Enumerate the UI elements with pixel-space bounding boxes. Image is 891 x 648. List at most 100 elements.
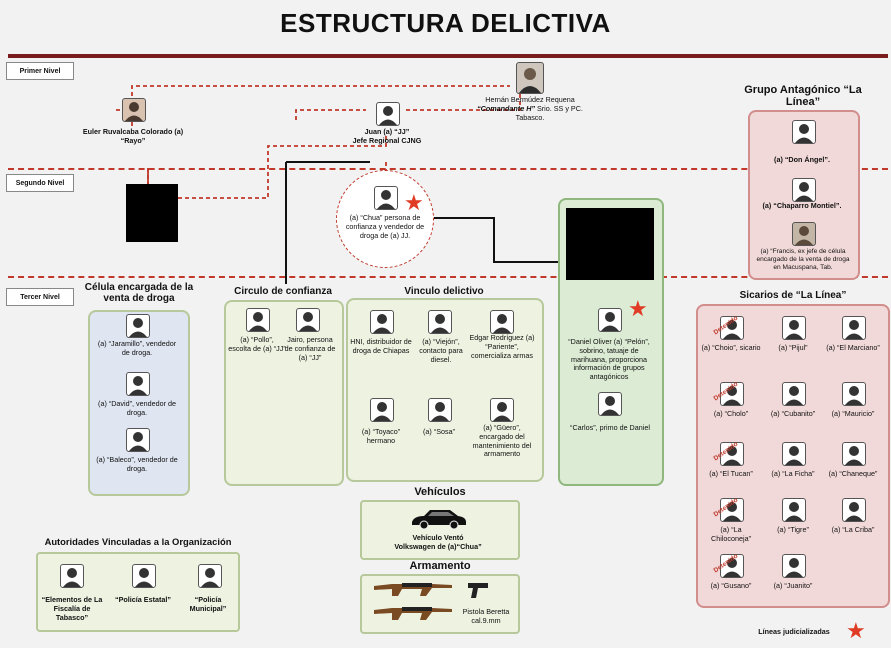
person-silhouette-icon	[126, 314, 150, 338]
person-silhouette-icon	[198, 564, 222, 588]
vinculo-title: Vinculo delictivo	[404, 286, 484, 297]
antagonico-member: (a) “Chaparro Montiel”.	[762, 201, 842, 210]
level-label-primer: Primer Nivel	[6, 62, 74, 80]
person-photo-icon	[792, 222, 816, 246]
sicario-member: (a) “La Criba”	[831, 525, 875, 534]
person-silhouette-icon	[246, 308, 270, 332]
pistol-caption-1: Pistola Beretta	[462, 607, 510, 616]
grupo-antagonico-title: Grupo Antagónico “La Línea”	[744, 84, 862, 108]
person-silhouette-icon	[428, 398, 452, 422]
person-silhouette-icon	[720, 442, 744, 466]
sicario-member: (a) “Cholo”	[713, 409, 749, 418]
connector-juan-left	[295, 109, 366, 120]
pistol-caption-2: cal.9.mm	[471, 616, 501, 625]
star-icon: ★	[628, 296, 648, 321]
armamento-box	[360, 574, 520, 634]
legend-label: Líneas judicializadas	[758, 627, 830, 636]
person-silhouette-icon	[720, 498, 744, 522]
redacted-photo	[566, 208, 654, 280]
person-silhouette-icon	[792, 178, 816, 202]
person-silhouette-icon	[842, 498, 866, 522]
sicario-member: (a) “Choio”, sicario	[701, 343, 761, 352]
connector-box-juan	[178, 134, 387, 199]
vinculo-member: Edgar Rodríguez (a) “Pariente”, comercia…	[469, 333, 535, 360]
star-icon: ★	[846, 618, 866, 643]
antagonico-member: (a) “Don Ángel”.	[774, 155, 830, 164]
person-silhouette-icon	[598, 308, 622, 332]
vinculo-member: (a) “Sosa”	[423, 427, 455, 436]
level-label-tercer: Tercer Nivel	[6, 288, 74, 306]
person-silhouette-icon	[842, 382, 866, 406]
circulo-member: Jairo, persona de confianza de (a) “JJ”	[284, 335, 336, 362]
person-silhouette-icon	[60, 564, 84, 588]
level-divider-tercer	[8, 276, 888, 278]
person-silhouette-icon	[842, 442, 866, 466]
sicario-member: (a) “El Marciano”	[826, 343, 880, 352]
person-silhouette-icon	[490, 310, 514, 334]
person-silhouette-icon	[720, 554, 744, 578]
sicario-member: (a) “Gusano”	[710, 581, 752, 590]
sicario-member: (a) “Cubanito”	[770, 409, 816, 418]
person-silhouette-icon	[490, 398, 514, 422]
person-photo-icon	[516, 62, 544, 94]
person-silhouette-icon	[132, 564, 156, 588]
autoridad-member: “Policía Municipal”	[189, 595, 227, 613]
person-silhouette-icon	[296, 308, 320, 332]
person-silhouette-icon	[720, 316, 744, 340]
juan-name: Juan (a) “JJ”	[364, 127, 410, 136]
daniel-member: “Carlos”, primo de Daniel	[570, 423, 650, 432]
person-silhouette-icon	[122, 98, 146, 122]
sicario-member: (a) “El Tucan”	[709, 469, 753, 478]
vinculo-member: (a) “Güero”, encargado del mantenimiento…	[472, 423, 532, 459]
sicario-member: (a) “Pijul”	[778, 343, 808, 352]
level-label-segundo: Segundo Nivel	[6, 174, 74, 192]
person-silhouette-icon	[126, 428, 150, 452]
chua-label: (a) “Chua” persona de confianza y vended…	[345, 213, 425, 240]
person-silhouette-icon	[598, 392, 622, 416]
rifle-icon	[374, 607, 452, 620]
person-silhouette-icon	[126, 372, 150, 396]
sicario-member: (a) “Tigre”	[777, 525, 809, 534]
rifle-icon	[374, 583, 452, 596]
connector-chua-daniel	[434, 217, 566, 263]
antagonico-member: (a) “Francis, ex jefe de célula encargad…	[756, 248, 850, 272]
title-underline	[8, 54, 888, 58]
celula-box	[88, 310, 190, 496]
celula-member: (a) “Baleco”, vendedor de droga.	[96, 455, 178, 473]
person-silhouette-icon	[370, 398, 394, 422]
sicario-member: (a) “Chaneque”	[828, 469, 878, 478]
person-silhouette-icon	[428, 310, 452, 334]
car-icon	[412, 510, 466, 530]
connector-hernan	[406, 84, 521, 111]
person-silhouette-icon	[782, 498, 806, 522]
star-icon: ★	[404, 190, 424, 215]
level-divider-segundo	[8, 168, 888, 170]
person-silhouette-icon	[370, 310, 394, 334]
circulo-member: (a) “Pollo”, escolta de (a) “JJ”	[228, 335, 286, 353]
juan-role: Jefe Regional CJNG	[352, 136, 422, 145]
redacted-photo	[126, 184, 178, 242]
sicario-member: (a) “Mauricio”	[831, 409, 875, 418]
vinculo-member: (a) “Toyaco” hermano	[361, 427, 401, 445]
hernan-name: Hernán Bermúdez Requena	[485, 95, 575, 104]
person-silhouette-icon	[842, 316, 866, 340]
person-silhouette-icon	[374, 186, 398, 210]
circulo-title: Circulo de confianza	[234, 286, 332, 297]
celula-title: Célula encargada de la venta de droga	[84, 282, 194, 304]
person-silhouette-icon	[782, 442, 806, 466]
sicario-member: (a) “La Ficha”	[771, 469, 815, 478]
celula-member: (a) “Jaramillo”, vendedor de droga.	[97, 339, 177, 357]
person-silhouette-icon	[782, 316, 806, 340]
person-silhouette-icon	[782, 554, 806, 578]
person-silhouette-icon	[792, 120, 816, 144]
pistol-icon	[468, 583, 488, 598]
vinculo-member: HNI, distribuidor de droga de Chiapas	[350, 337, 412, 355]
autoridad-member: “Policía Estatal”	[115, 595, 171, 604]
person-silhouette-icon	[782, 382, 806, 406]
person-silhouette-icon	[720, 382, 744, 406]
autoridad-member: “Elementos de La Fiscalía de Tabasco”	[41, 595, 103, 622]
vehiculos-title: Vehículos	[414, 486, 466, 498]
vehiculo-caption-1: Vehículo Ventó	[412, 533, 464, 542]
vehiculo-caption-2: Volkswagen de (a)“Chua”	[394, 542, 482, 551]
